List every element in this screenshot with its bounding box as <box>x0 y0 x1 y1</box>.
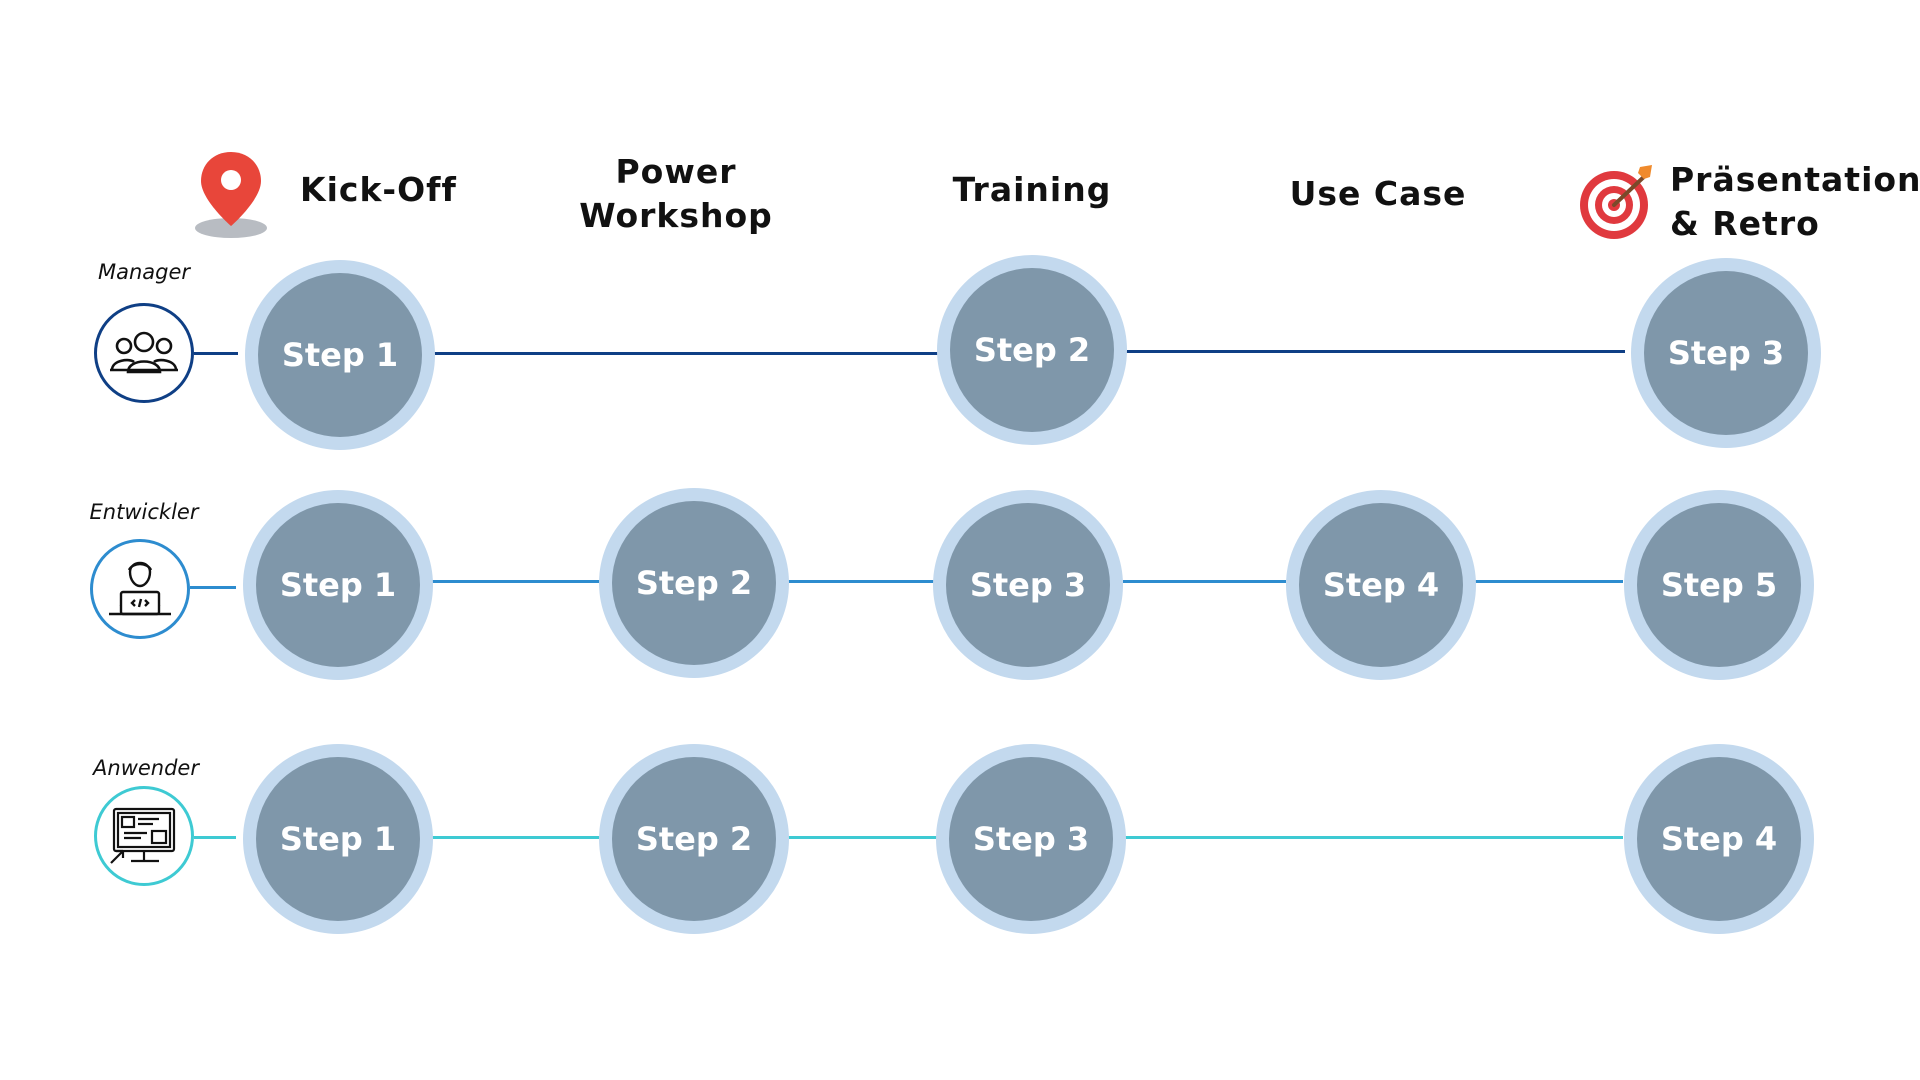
entwickler-line-2 <box>787 580 935 583</box>
manager-step-3[interactable]: Step 3 <box>1631 258 1821 448</box>
entwickler-step-1-label: Step 1 <box>279 566 397 604</box>
entwickler-line-1 <box>431 580 601 583</box>
manager-line-2 <box>1125 350 1625 353</box>
anwender-step-2[interactable]: Step 2 <box>599 744 789 934</box>
entwickler-step-3[interactable]: Step 3 <box>933 490 1123 680</box>
entwickler-step-2-inner: Step 2 <box>612 501 776 665</box>
phase-training: Training <box>952 170 1112 209</box>
phase-presentation: Präsentation & Retro <box>1670 158 1920 246</box>
entwickler-step-3-inner: Step 3 <box>946 503 1110 667</box>
anwender-step-1-inner: Step 1 <box>256 757 420 921</box>
manager-connector <box>194 352 238 355</box>
anwender-connector <box>194 836 236 839</box>
computer-user-icon <box>94 786 194 886</box>
entwickler-line-3 <box>1123 580 1286 583</box>
team-icon <box>94 303 194 403</box>
target-icon <box>1580 165 1652 239</box>
entwickler-step-4-inner: Step 4 <box>1299 503 1463 667</box>
entwickler-step-5-inner: Step 5 <box>1637 503 1801 667</box>
developer-icon <box>90 539 190 639</box>
manager-step-3-inner: Step 3 <box>1644 271 1808 435</box>
entwickler-step-2[interactable]: Step 2 <box>599 488 789 678</box>
phase-power-workshop-line-2: Workshop <box>579 196 773 235</box>
entwickler-step-3-label: Step 3 <box>969 566 1087 604</box>
entwickler-step-2-label: Step 2 <box>635 564 753 602</box>
entwickler-line-4 <box>1473 580 1623 583</box>
anwender-step-1-label: Step 1 <box>279 820 397 858</box>
anwender-step-4-inner: Step 4 <box>1637 757 1801 921</box>
phase-power-workshop-line-1: Power <box>615 152 737 191</box>
phase-presentation-line-2: & Retro <box>1670 204 1820 243</box>
manager-step-2-inner: Step 2 <box>950 268 1114 432</box>
role-label-manager: Manager <box>97 260 191 284</box>
anwender-step-2-inner: Step 2 <box>612 757 776 921</box>
phase-kickoff: Kick-Off <box>300 170 457 209</box>
manager-line-1 <box>433 352 938 355</box>
phase-use-case: Use Case <box>1289 174 1467 213</box>
anwender-step-2-label: Step 2 <box>635 820 753 858</box>
entwickler-step-1[interactable]: Step 1 <box>243 490 433 680</box>
anwender-step-3-label: Step 3 <box>972 820 1090 858</box>
entwickler-step-4[interactable]: Step 4 <box>1286 490 1476 680</box>
manager-step-1-inner: Step 1 <box>258 273 422 437</box>
phase-presentation-line-1: Präsentation <box>1670 160 1920 199</box>
phase-power-workshop: Power Workshop <box>526 150 826 238</box>
role-label-entwickler: Entwickler <box>89 500 199 524</box>
manager-step-1-label: Step 1 <box>281 336 399 374</box>
entwickler-connector <box>190 586 236 589</box>
role-label-anwender: Anwender <box>93 756 199 780</box>
entwickler-step-1-inner: Step 1 <box>256 503 420 667</box>
entwickler-step-4-label: Step 4 <box>1322 566 1440 604</box>
anwender-step-3[interactable]: Step 3 <box>936 744 1126 934</box>
entwickler-step-5-label: Step 5 <box>1660 566 1778 604</box>
manager-step-1[interactable]: Step 1 <box>245 260 435 450</box>
anwender-line-1 <box>431 836 601 839</box>
map-pin-icon <box>195 152 267 238</box>
anwender-line-2 <box>787 836 937 839</box>
anwender-step-4-label: Step 4 <box>1660 820 1778 858</box>
manager-step-3-label: Step 3 <box>1667 334 1785 372</box>
anwender-line-3 <box>1125 836 1623 839</box>
anwender-step-3-inner: Step 3 <box>949 757 1113 921</box>
manager-step-2[interactable]: Step 2 <box>937 255 1127 445</box>
entwickler-step-5[interactable]: Step 5 <box>1624 490 1814 680</box>
anwender-step-4[interactable]: Step 4 <box>1624 744 1814 934</box>
manager-step-2-label: Step 2 <box>973 331 1091 369</box>
anwender-step-1[interactable]: Step 1 <box>243 744 433 934</box>
